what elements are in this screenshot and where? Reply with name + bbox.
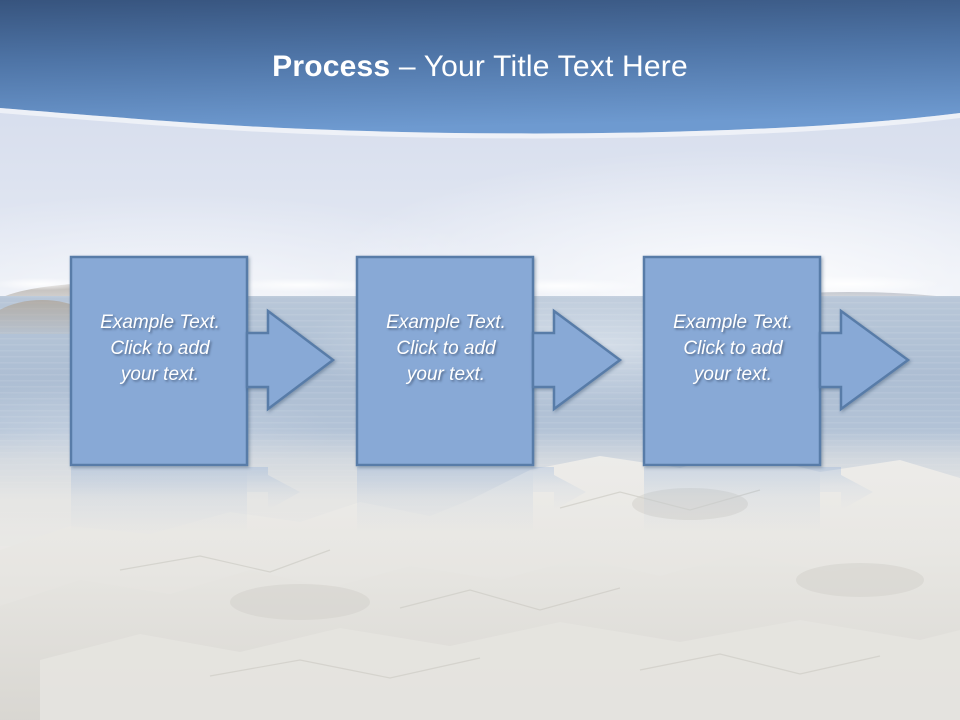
step-label-1[interactable]: Example Text. Click to add your text.	[100, 312, 220, 385]
page-title: Process – Your Title Text Here	[0, 47, 960, 87]
page-title-strong: Process	[272, 50, 391, 83]
step-label-2[interactable]: Example Text. Click to add your text.	[386, 312, 506, 385]
step-box-1	[69, 255, 249, 467]
step-label-3[interactable]: Example Text. Click to add your text.	[673, 312, 793, 385]
arrow-3	[818, 308, 911, 412]
title-band: Process – Your Title Text Here	[0, 0, 960, 140]
arrow-2	[531, 308, 623, 412]
page-title-rest: – Your Title Text Here	[390, 50, 688, 83]
arrow-1	[245, 308, 336, 412]
reflection-group	[71, 467, 873, 533]
title-band-shape	[0, 0, 960, 139]
step-box-2	[355, 255, 535, 467]
step-box-3	[642, 255, 822, 467]
